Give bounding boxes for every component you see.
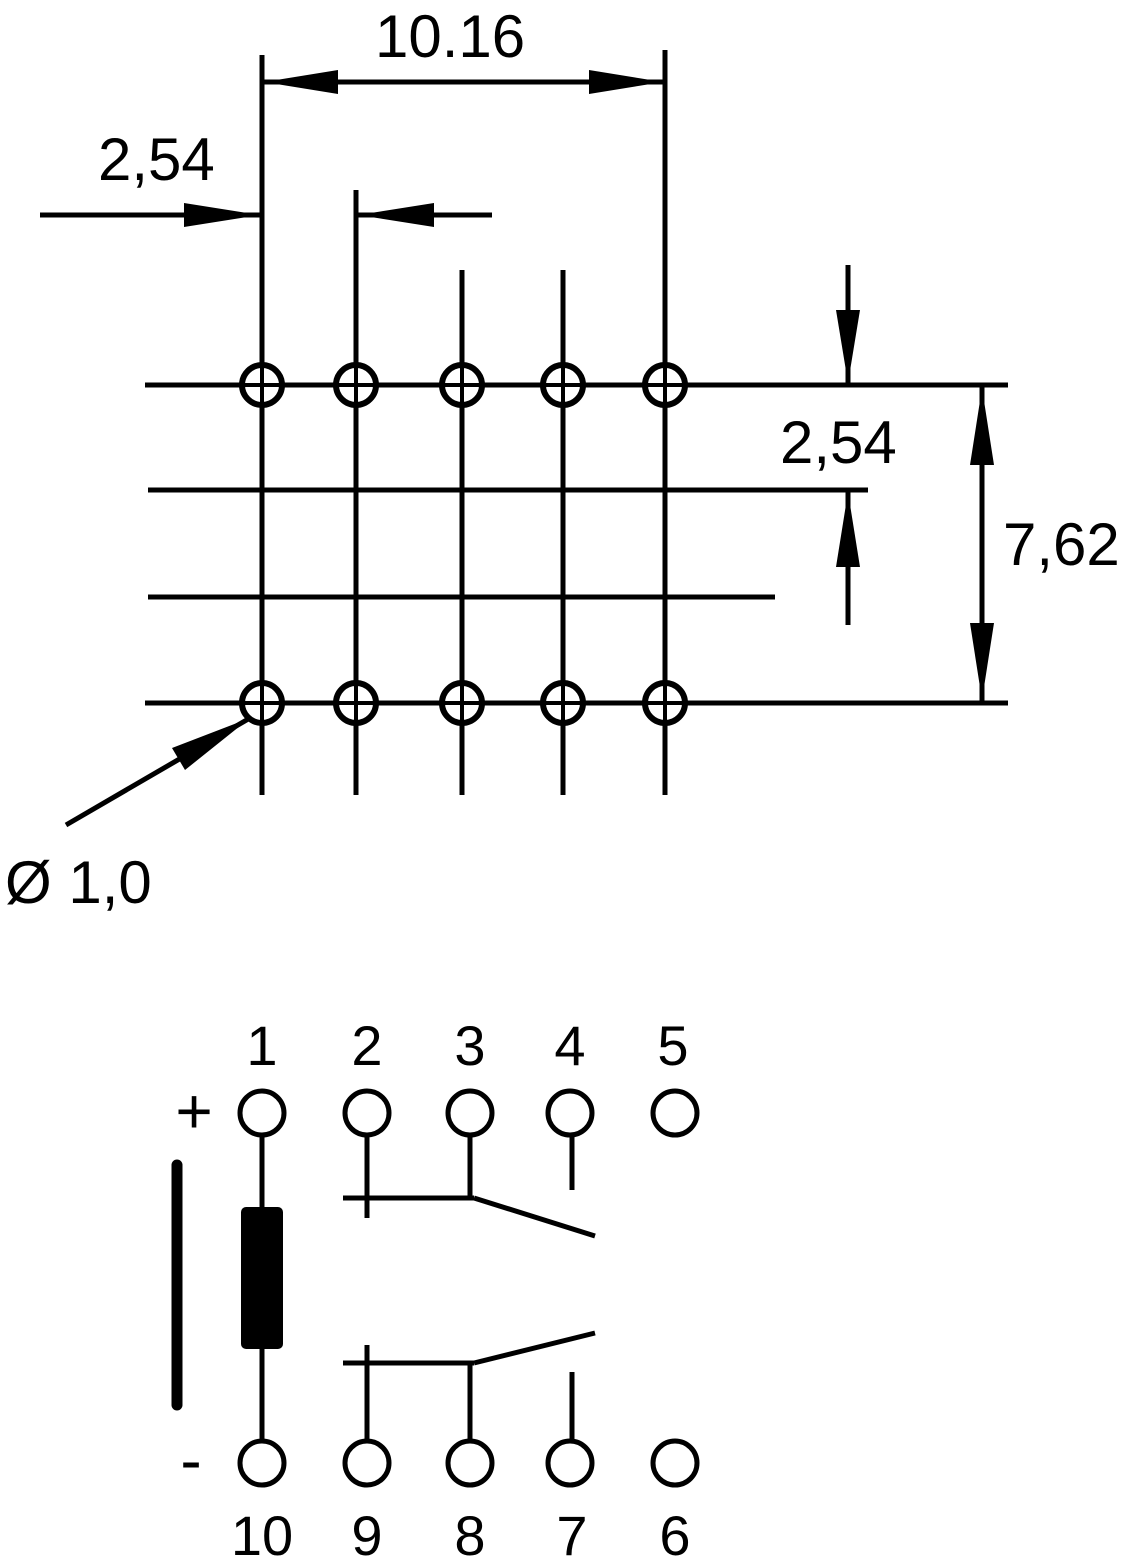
arrowhead [589,70,663,94]
hole [540,680,586,726]
holes-top-row [239,362,688,408]
pad-pin-2 [342,1088,392,1138]
relay-coil [241,1207,283,1349]
dim-label-row-pitch-v: 2,54 [780,409,897,476]
pad-pin-6 [650,1438,700,1488]
arrowhead [172,718,250,770]
pin-label-8: 8 [454,1504,485,1567]
contact-upper [343,1135,596,1239]
pin-label-3: 3 [454,1014,485,1077]
dimension-2-54-horizontal: 2,54 [40,126,492,227]
hole [333,362,379,408]
hole [239,362,285,408]
dimension-hole-diameter: Ø 1,0 [5,715,252,916]
pad-pin-7 [545,1438,595,1488]
plus-sign: + [175,1075,212,1147]
pin-label-1: 1 [246,1014,277,1077]
pad-pin-4 [545,1088,595,1138]
dim-label-total-pitch: 10.16 [375,3,525,70]
pad-pin-1 [237,1088,287,1138]
hole [333,680,379,726]
dimension-10-16: 10.16 [262,3,665,94]
minus-sign: - [180,1424,201,1496]
hole [642,680,688,726]
arrowhead [184,203,260,227]
dimension-2-54-vertical: 2,54 [780,265,897,625]
pad-pin-10 [237,1438,287,1488]
pin-label-2: 2 [351,1014,382,1077]
hole [540,362,586,408]
arrowhead [836,492,860,567]
schematic: 1 2 3 4 5 + - [171,1014,700,1567]
dim-label-row-spacing: 7,62 [1003,511,1120,578]
pin-label-7: 7 [556,1504,587,1567]
arrowhead [264,70,338,94]
pin-label-6: 6 [659,1504,690,1567]
dim-label-hole-diameter: Ø 1,0 [5,849,152,916]
arrowhead [836,310,860,383]
pin-label-5: 5 [657,1014,688,1077]
arrowhead [358,203,434,227]
hole [439,680,485,726]
hole [439,362,485,408]
arrowhead [970,623,994,700]
pad-pin-5 [650,1088,700,1138]
holes-bottom-row [239,680,688,726]
dim-label-pin-pitch-h: 2,54 [98,126,215,193]
pin-label-10: 10 [231,1504,293,1567]
pad-pin-9 [342,1438,392,1488]
dimension-7-62: 7,62 [970,385,1120,703]
pad-pin-8 [445,1438,495,1488]
pin-label-4: 4 [554,1014,585,1077]
hole [239,680,285,726]
pin-label-9: 9 [351,1504,382,1567]
contact-lower [343,1330,596,1441]
hole [642,362,688,408]
arrowhead [970,388,994,465]
pad-pin-3 [445,1088,495,1138]
